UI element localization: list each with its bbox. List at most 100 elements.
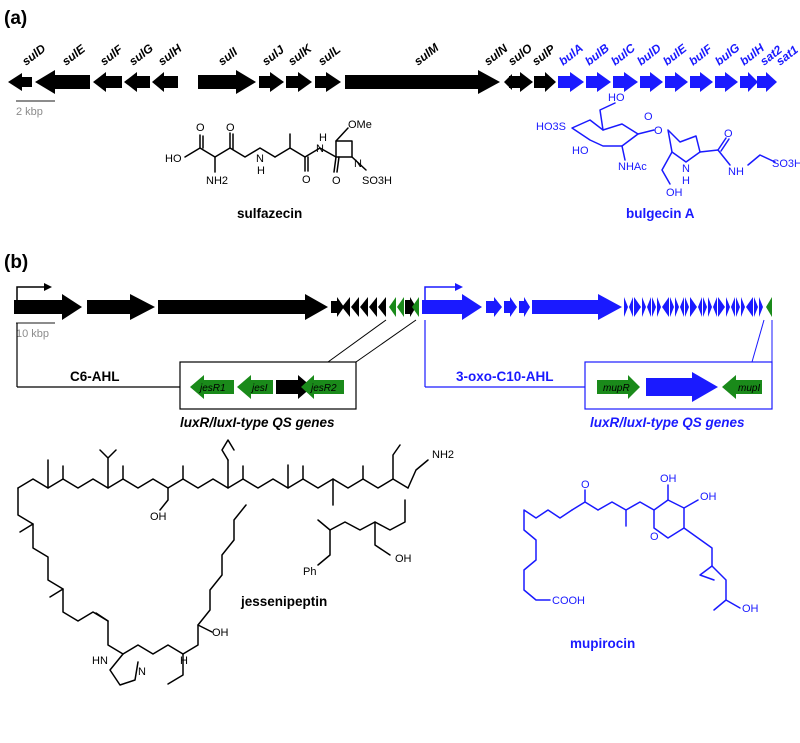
compound-name-jessenipeptin: jessenipeptin — [240, 594, 327, 609]
bul-gene-cluster — [558, 72, 777, 92]
gene-arrow — [736, 297, 740, 317]
jes-qs-box — [179, 361, 357, 410]
gene-arrow-mupI — [722, 375, 762, 399]
gene-label: sulG — [126, 41, 156, 68]
promoter-arrowhead-blue — [455, 283, 463, 291]
gene-arrow — [726, 297, 730, 317]
atom-label: HO3S — [536, 121, 566, 133]
gene-arrow — [657, 297, 661, 317]
atom-label: OH — [660, 473, 677, 485]
gene-arrow — [331, 297, 344, 317]
atom-label: NH — [728, 166, 744, 178]
bulgecin-structure: HO3S HO HO O O NHAc O N H NH SO3H OH — [536, 92, 800, 199]
atom-label: Ph — [303, 566, 316, 578]
gene-label-mupR: mupR — [603, 383, 630, 394]
jes-qs-zoom: jesR1 jesI jesR2 — [16, 319, 417, 410]
gene-arrow — [519, 297, 530, 317]
gene-arrow-sulF — [93, 72, 122, 92]
gene-arrow-sulI — [198, 70, 256, 94]
gene-arrow-mupR — [597, 375, 640, 399]
gene-arrow-jesI — [237, 375, 273, 399]
gene-arrow-black-qs — [276, 375, 312, 399]
gene-arrow — [405, 297, 416, 317]
panel-a-label: (a) — [4, 8, 27, 29]
atom-label: HO — [572, 145, 589, 157]
gene-label: bulE — [660, 41, 690, 69]
bul-gene-labels: bulA bulB bulC bulD bulE bulF bulG bulH … — [556, 41, 800, 69]
atom-label: N — [138, 666, 146, 678]
gene-arrow-bulH — [740, 72, 758, 92]
gene-arrow — [741, 297, 745, 317]
atom-label: N — [256, 153, 264, 165]
gene-label: sulK — [285, 41, 315, 69]
gene-label: sulM — [411, 40, 442, 68]
atom-label: NH2 — [206, 175, 228, 187]
atom-label: H — [319, 132, 327, 144]
gene-label: sulN — [481, 41, 510, 68]
atom-label: OH — [742, 603, 759, 615]
gene-label: sulF — [97, 42, 126, 69]
gene-arrow — [389, 297, 396, 317]
gene-arrow — [759, 297, 763, 317]
atom-label: O — [644, 111, 653, 123]
gene-arrow — [703, 297, 707, 317]
gene-label-mupI: mupI — [738, 383, 760, 394]
gene-arrow — [422, 294, 482, 320]
compound-name-mupirocin: mupirocin — [570, 636, 635, 651]
gene-arrow — [698, 297, 702, 317]
compound-name-bulgecin: bulgecin A — [626, 206, 695, 221]
gene-label: bulG — [712, 41, 742, 69]
gene-label: sulE — [59, 41, 88, 68]
gene-arrow-bulC — [613, 72, 638, 92]
gene-arrow — [360, 297, 368, 317]
jessenipeptin-structure: NH2 OH Ph OH OH HN N H — [17, 439, 454, 686]
gene-arrow — [397, 297, 404, 317]
gene-arrow-sat1 — [757, 72, 777, 92]
gene-arrow — [14, 294, 82, 320]
gene-arrow-sulL — [315, 72, 341, 92]
atom-label: H — [682, 175, 690, 187]
atom-label: HO — [608, 92, 625, 104]
atom-label: O — [581, 479, 590, 491]
atom-label: NHAc — [618, 161, 647, 173]
gene-label-jesI: jesI — [250, 383, 268, 394]
gene-label-jesR1: jesR1 — [198, 383, 226, 394]
sul-gene-cluster — [8, 70, 556, 94]
scale-bar-a-label: 2 kbp — [16, 106, 43, 118]
atom-label: N — [682, 163, 690, 175]
atom-label: O — [654, 125, 663, 137]
gene-arrow-bulF — [690, 72, 713, 92]
gene-arrow-sulO — [509, 72, 533, 92]
atom-label: OMe — [348, 119, 372, 131]
gene-arrow — [708, 297, 712, 317]
gene-arrow-sulK — [286, 72, 312, 92]
gene-arrow — [766, 297, 772, 317]
gene-arrow — [718, 297, 725, 317]
gene-arrow — [532, 294, 622, 320]
atom-label: NH2 — [432, 449, 454, 461]
gene-label: sulL — [315, 42, 343, 68]
atom-label: OH — [150, 511, 167, 523]
gene-arrow — [629, 297, 633, 317]
mup-qs-zoom — [424, 319, 773, 410]
gene-arrow-bulG — [715, 72, 738, 92]
gene-arrow — [369, 297, 377, 317]
gene-arrow-sulD — [8, 73, 32, 91]
promoter-arrow-blue — [424, 286, 455, 300]
gene-arrow — [158, 294, 328, 320]
gene-arrow-jesR1 — [190, 375, 234, 399]
atom-label: COOH — [552, 595, 585, 607]
sulfazecin-structure: HO O NH2 O N H O N H OMe O N SO3H — [165, 119, 392, 187]
signal-label-c6-ahl: C6-AHL — [70, 369, 120, 384]
atom-label: HO — [165, 153, 182, 165]
gene-arrow — [412, 297, 419, 317]
atom-label: OH — [700, 491, 717, 503]
gene-arrow-sulH — [152, 72, 178, 92]
gene-arrow — [685, 297, 689, 317]
gene-label: bulF — [686, 41, 715, 68]
gene-arrow — [670, 297, 674, 317]
atom-label: O — [650, 531, 659, 543]
gene-arrow — [713, 297, 717, 317]
qs-caption-right: luxR/luxI-type QS genes — [590, 415, 745, 430]
gene-arrow-bulA — [558, 72, 584, 92]
